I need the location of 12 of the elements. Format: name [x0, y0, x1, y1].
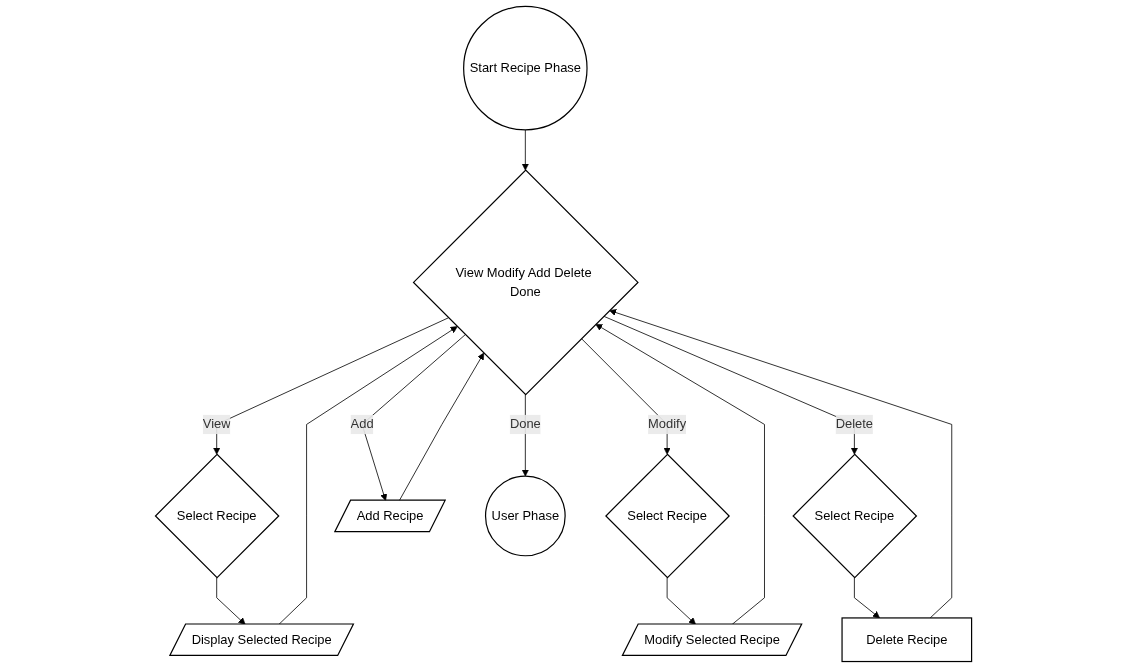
node-circle: User Phase [485, 475, 567, 557]
node-diamond: Select Recipe [155, 453, 281, 579]
edge-label: Modify [648, 417, 687, 431]
edge-label: Delete [836, 417, 874, 431]
node-diamond: View Modify Add Delete Done [413, 169, 640, 396]
node-diamond: Select Recipe [605, 453, 731, 579]
edge-label: Add [351, 417, 375, 431]
edge-label: Done [510, 417, 542, 431]
node-circle: Start Recipe Phase [463, 5, 589, 131]
node-diamond: Select Recipe [792, 453, 918, 579]
edge-label: View [203, 417, 232, 431]
node-box: Delete Recipe [841, 617, 973, 663]
